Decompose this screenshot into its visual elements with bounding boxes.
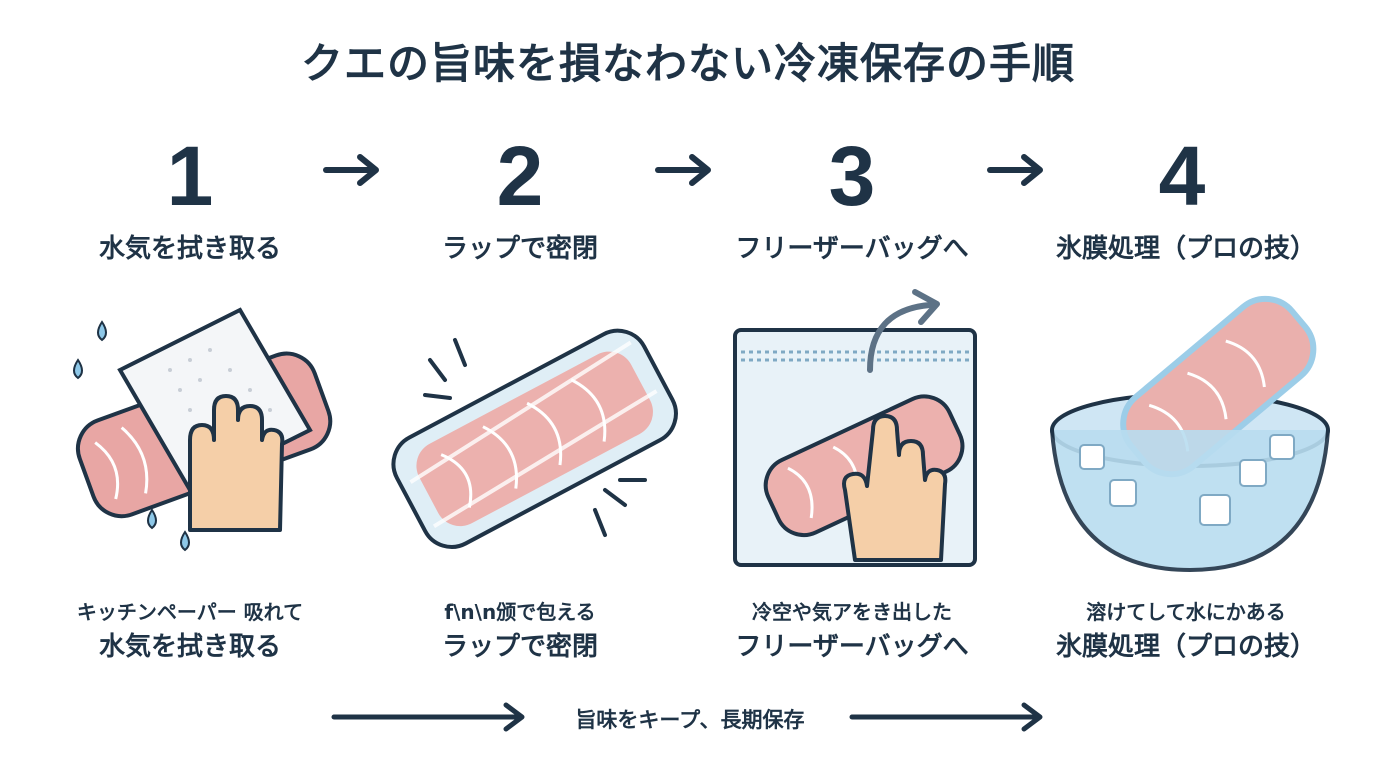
plastic-wrap-icon — [391, 328, 678, 549]
step-2-caption-main: ラップで密閉 — [441, 632, 598, 662]
step-1-number: 1 — [166, 129, 214, 223]
step-3-caption-top: 冷空や気アをき出した — [752, 600, 952, 624]
step-4-caption-top: 溶けてして水にかある — [1086, 600, 1286, 624]
step-4-label: 氷膜処理（プロの技） — [1055, 234, 1316, 264]
arrow-right-icon — [987, 154, 1043, 186]
long-arrow-right-icon — [331, 702, 525, 732]
ice-bowl-icon — [1050, 295, 1330, 573]
step-3-number: 3 — [828, 129, 876, 223]
step-1-caption-top: キッチンペーパー 吸れて — [76, 600, 304, 624]
bottom-summary: 旨味をキープ、長期保存 — [575, 708, 805, 732]
step-3-label: フリーザーバッグへ — [735, 234, 969, 264]
step-3-caption-main: フリーザーバッグへ — [735, 632, 969, 662]
step-4-caption-main: 氷膜処理（プロの技） — [1055, 632, 1316, 662]
step-2-caption-top: f\n\n颁で包える — [444, 600, 596, 624]
page-title: クエの旨味を損なわない冷凍保存の手順 — [300, 39, 1075, 88]
step-2-label: ラップで密閉 — [441, 234, 598, 264]
step-1-caption-main: 水気を拭き取る — [98, 632, 281, 662]
long-arrow-right-icon — [849, 702, 1043, 732]
arrow-right-icon — [323, 154, 379, 186]
paper-towel-wipe-icon — [73, 307, 333, 552]
step-1-label: 水気を拭き取る — [98, 234, 281, 264]
step-4-number: 4 — [1158, 129, 1206, 223]
arrow-right-icon — [655, 154, 711, 186]
step-2-number: 2 — [496, 129, 544, 223]
freezer-bag-icon — [733, 289, 977, 567]
